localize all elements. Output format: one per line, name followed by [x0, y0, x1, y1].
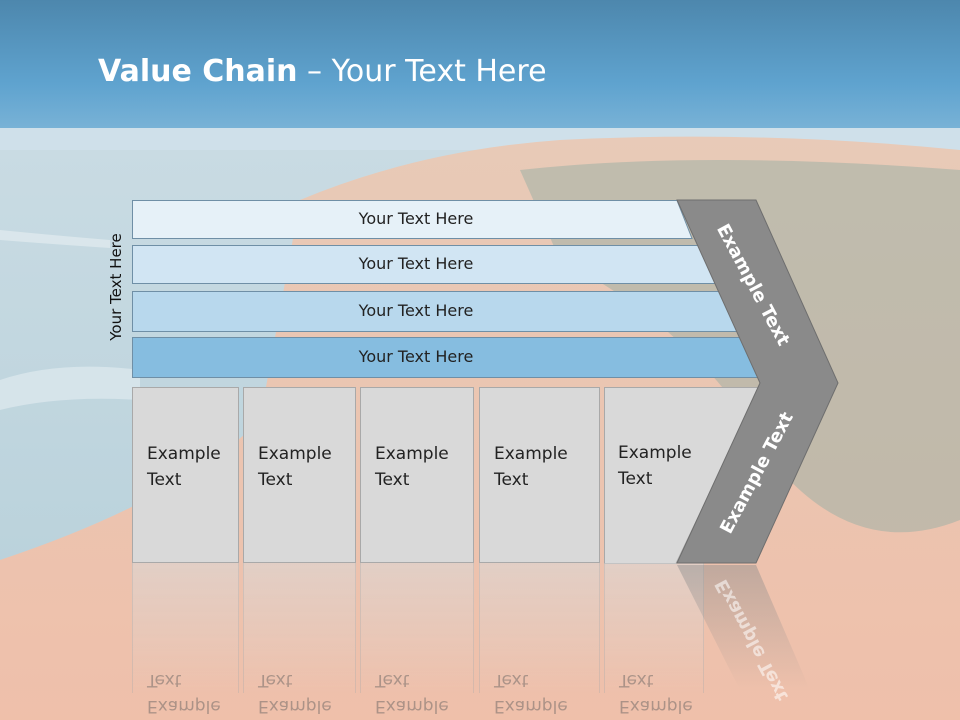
- title-rest: – Your Text Here: [297, 54, 547, 89]
- title-bold: Value Chain: [98, 54, 298, 89]
- side-label: Your Text Here: [107, 233, 125, 341]
- band-label: Your Text Here: [358, 209, 474, 228]
- band-label: Your Text Here: [358, 347, 474, 366]
- page-title: Value Chain – Your Text Here: [98, 54, 547, 89]
- band-label: Your Text Here: [358, 254, 474, 273]
- band-label: Your Text Here: [358, 301, 474, 320]
